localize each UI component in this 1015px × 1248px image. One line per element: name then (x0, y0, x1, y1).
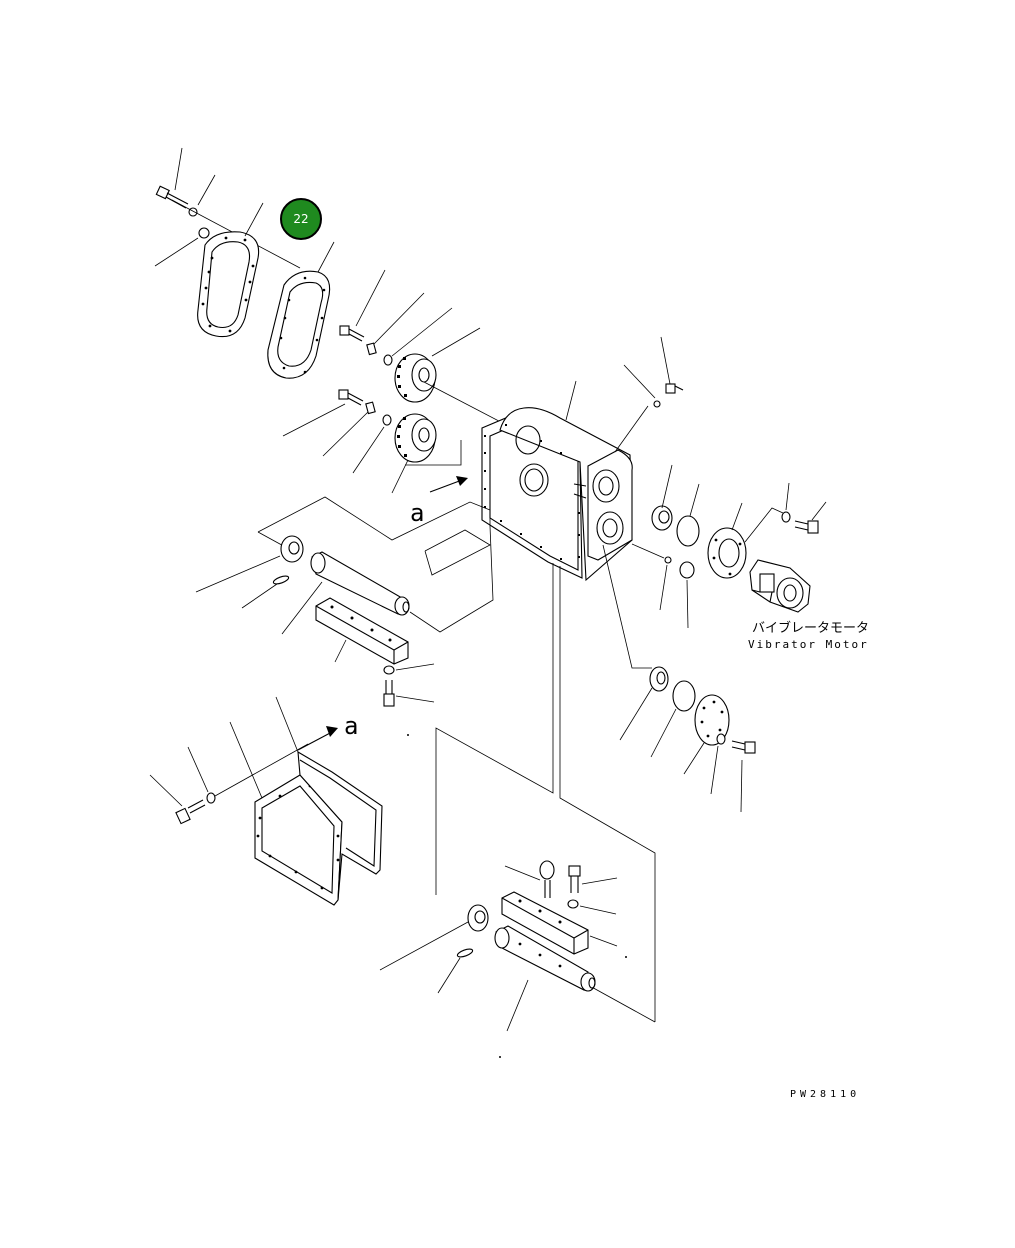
plug-right[interactable] (679, 561, 695, 579)
washer-side-cover[interactable] (206, 792, 216, 804)
bearing-right[interactable] (651, 505, 673, 531)
vibrator-motor[interactable] (749, 559, 811, 613)
motor-name-en: Vibrator Motor (748, 638, 869, 651)
bearing-left[interactable] (280, 535, 304, 563)
drawing-code: PW28110 (790, 1089, 860, 1100)
motor-name-jp: バイブレータモータ (752, 620, 869, 636)
view-arrow-bottom (297, 726, 338, 751)
cover-gasket[interactable] (267, 270, 331, 379)
callout-22-marker[interactable]: 22 (280, 198, 322, 240)
callout-number: 22 (293, 212, 309, 226)
washer-top-left[interactable] (188, 207, 198, 217)
o-ring-small-upper[interactable] (653, 400, 661, 408)
bolt-gear-upper[interactable] (339, 325, 365, 342)
gear-upper[interactable] (394, 353, 437, 403)
eccentric-shaft-bottom[interactable] (494, 925, 596, 992)
bolt-right[interactable] (794, 520, 819, 534)
bolt-upper-right[interactable] (665, 383, 684, 394)
view-arrow-top (429, 476, 468, 493)
bolt-lower-right[interactable] (731, 740, 756, 754)
washer-left-shaft[interactable] (383, 665, 395, 675)
seal-ring-left[interactable] (272, 574, 290, 585)
washer-gear-upper[interactable] (383, 354, 393, 366)
eccentric-shaft-left[interactable] (310, 551, 410, 616)
end-cover-lower-right[interactable] (694, 694, 730, 746)
washer-gear-lower[interactable] (382, 414, 392, 426)
inspection-cover[interactable] (197, 231, 260, 338)
washer-right[interactable] (781, 511, 791, 523)
weight-block-bottom[interactable] (501, 891, 589, 955)
washer-bottom[interactable] (567, 899, 579, 909)
gear-case[interactable] (481, 407, 633, 582)
gear-lower[interactable] (394, 413, 437, 463)
weight-block-left[interactable] (315, 597, 409, 665)
o-ring-small-lower[interactable] (664, 556, 672, 564)
o-ring-lower-right[interactable] (672, 680, 696, 712)
bolt-gear-lower[interactable] (338, 389, 364, 406)
bolt-left-shaft[interactable] (383, 680, 395, 707)
bolt-side-cover[interactable] (175, 799, 206, 825)
bearing-bottom[interactable] (467, 904, 489, 932)
view-marker-top: a (410, 499, 424, 527)
seal-ring-bottom[interactable] (456, 947, 474, 958)
flange-right[interactable] (707, 527, 747, 579)
bolt-bottom[interactable] (568, 865, 581, 893)
washer-lower-right[interactable] (716, 733, 726, 745)
o-ring-right[interactable] (676, 515, 700, 547)
lock-plate-upper[interactable] (366, 342, 377, 356)
view-marker-bottom: a (344, 712, 358, 740)
side-cover-gasket[interactable] (297, 750, 383, 901)
bolt-top-left[interactable] (155, 185, 189, 209)
eye-bolt[interactable] (539, 860, 555, 898)
bearing-lower-right[interactable] (649, 666, 669, 692)
lock-plate-lower[interactable] (365, 401, 376, 415)
nut-top-left[interactable] (198, 227, 210, 239)
